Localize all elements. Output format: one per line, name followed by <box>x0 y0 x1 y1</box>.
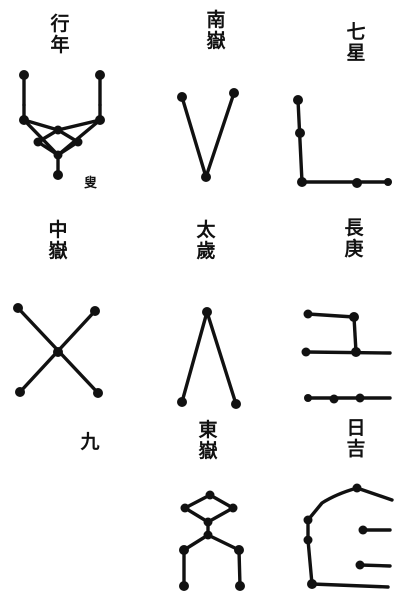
diagram-riji <box>304 484 393 590</box>
diagram-changgeng <box>302 310 391 404</box>
diagram-xingnian <box>19 70 105 180</box>
diagram-zhongyue <box>13 303 103 398</box>
diagram-dongyue <box>179 491 245 592</box>
diagram-nanyue <box>177 88 239 182</box>
diagram-qixing <box>293 95 392 188</box>
diagram-taisui <box>177 307 241 409</box>
